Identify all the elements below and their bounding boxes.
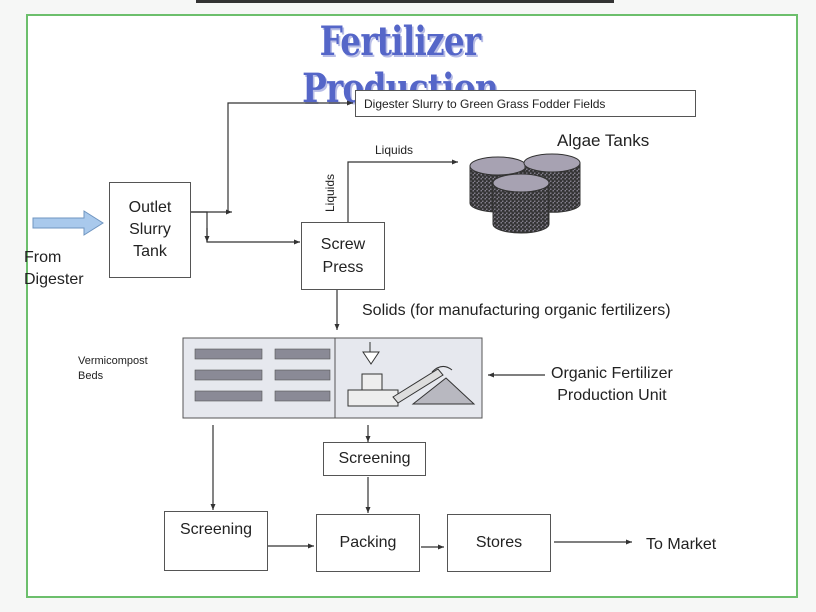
screening-upper-box: Screening xyxy=(323,442,426,476)
screening-lower-box: Screening xyxy=(164,511,268,571)
organic-unit-label: Organic Fertilizer Production Unit xyxy=(551,365,673,404)
algae-tanks-label: Algae Tanks xyxy=(557,131,650,150)
screw-press-box: Screw Press xyxy=(301,222,385,290)
processing-unit-block xyxy=(182,337,483,419)
top-rule xyxy=(196,0,614,3)
vermicompost-beds-label: Vermicompost Beds xyxy=(78,355,148,382)
fertilizer-machine-icon xyxy=(347,342,476,407)
diagram-title: Fertilizer Production xyxy=(302,18,499,112)
packing-box: Packing xyxy=(316,514,420,572)
liquids-horizontal-label: Liquids xyxy=(375,143,414,157)
arrow-to-screw-press xyxy=(190,211,300,245)
solids-label: Solids (for manufacturing organic fertil… xyxy=(362,302,671,319)
inlet-arrow xyxy=(32,210,104,236)
liquids-vertical-label: Liquids xyxy=(323,173,338,213)
arrow-to-green-grass xyxy=(190,100,353,213)
green-grass-fields-box: Digester Slurry to Green Grass Fodder Fi… xyxy=(355,90,696,117)
to-market-label: To Market xyxy=(646,536,717,553)
vermicompost-bed-bars xyxy=(194,348,331,402)
outlet-slurry-tank-box: Outlet Slurry Tank xyxy=(109,182,191,278)
arrow-liquids-to-algae xyxy=(347,159,458,222)
algae-tanks-icon xyxy=(469,153,581,234)
stores-box: Stores xyxy=(447,514,551,572)
from-digester-label: From Digester xyxy=(24,249,84,288)
